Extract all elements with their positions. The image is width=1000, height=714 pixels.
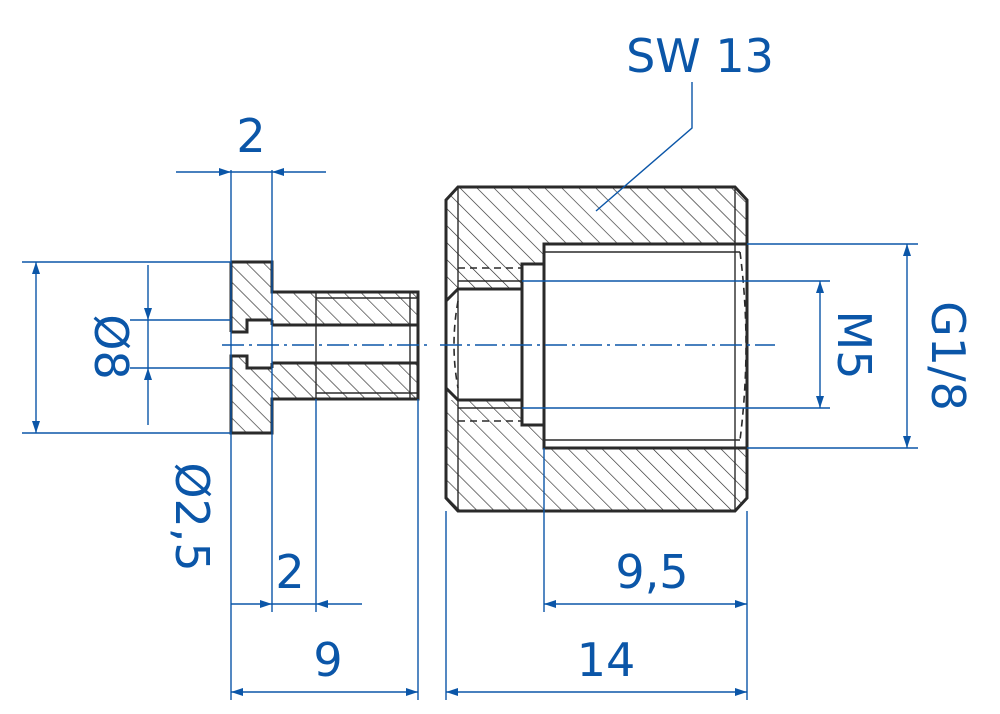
dim-wrench-size: SW 13 (626, 29, 774, 83)
screw-part (229, 260, 420, 435)
dimensions: 2 Ø8 Ø2,5 2 9 14 9,5 M5 G1/8 SW 13 (22, 29, 975, 700)
dim-neck-length: 2 (275, 545, 304, 599)
dim-flange-diameter: Ø8 (84, 314, 138, 379)
dim-thread-depth: 9,5 (615, 545, 688, 599)
dim-hole-diameter: Ø2,5 (165, 462, 219, 571)
nut-section-hatch (446, 187, 747, 511)
dim-inner-thread: M5 (827, 311, 881, 380)
dim-nut-length: 14 (577, 633, 636, 687)
dim-outer-thread: G1/8 (921, 301, 975, 411)
dim-screw-length: 9 (313, 633, 342, 687)
screw-section-hatch (231, 262, 418, 433)
nut-outline (444, 185, 749, 513)
dim-flange-thickness: 2 (236, 109, 265, 163)
nut-part (444, 185, 749, 513)
